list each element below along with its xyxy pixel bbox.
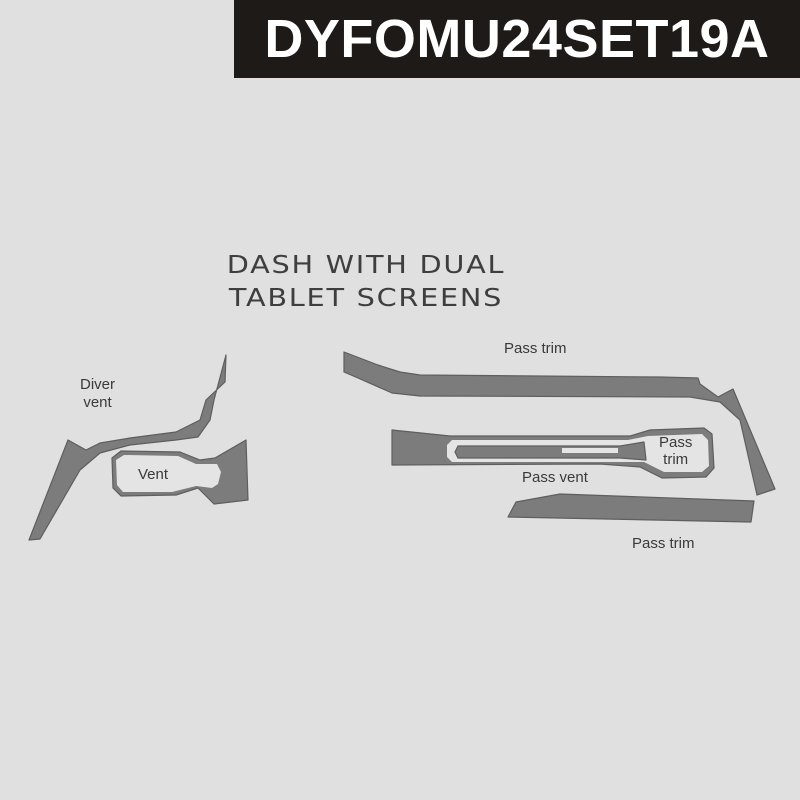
label-pass-trim-inner-line-2: trim: [663, 451, 689, 468]
label-pass-trim-lower: Pass trim: [632, 535, 695, 552]
label-driver-vent-line-2: vent: [83, 394, 112, 411]
label-vent: Vent: [138, 466, 169, 483]
label-driver-vent-line-1: Diver: [80, 376, 116, 393]
diagram-title: DASH WITH DUAL TABLET SCREENS: [171, 248, 562, 314]
label-pass-trim-upper: Pass trim: [504, 340, 567, 357]
driver-vent-opening: [116, 455, 221, 492]
title-line-2: TABLET SCREENS: [228, 283, 504, 312]
label-pass-trim-inner-line-1: Pass: [659, 434, 693, 451]
pass-trim-lower-shape: [507, 493, 755, 523]
product-code: DYFOMU24SET19A: [264, 9, 770, 69]
label-driver-vent: Diver vent: [80, 376, 115, 412]
title-line-1: DASH WITH DUAL: [226, 250, 506, 279]
driver-vent-trim-shape: [28, 354, 227, 541]
label-pass-trim-inner: Pass trim: [659, 434, 692, 468]
pass-trim-upper-shape: [343, 351, 776, 496]
pass-vent-slot-frame: [454, 441, 647, 461]
product-code-banner: DYFOMU24SET19A: [234, 0, 800, 78]
label-pass-vent: Pass vent: [522, 469, 588, 486]
pass-vent-slot-opening: [562, 448, 618, 453]
